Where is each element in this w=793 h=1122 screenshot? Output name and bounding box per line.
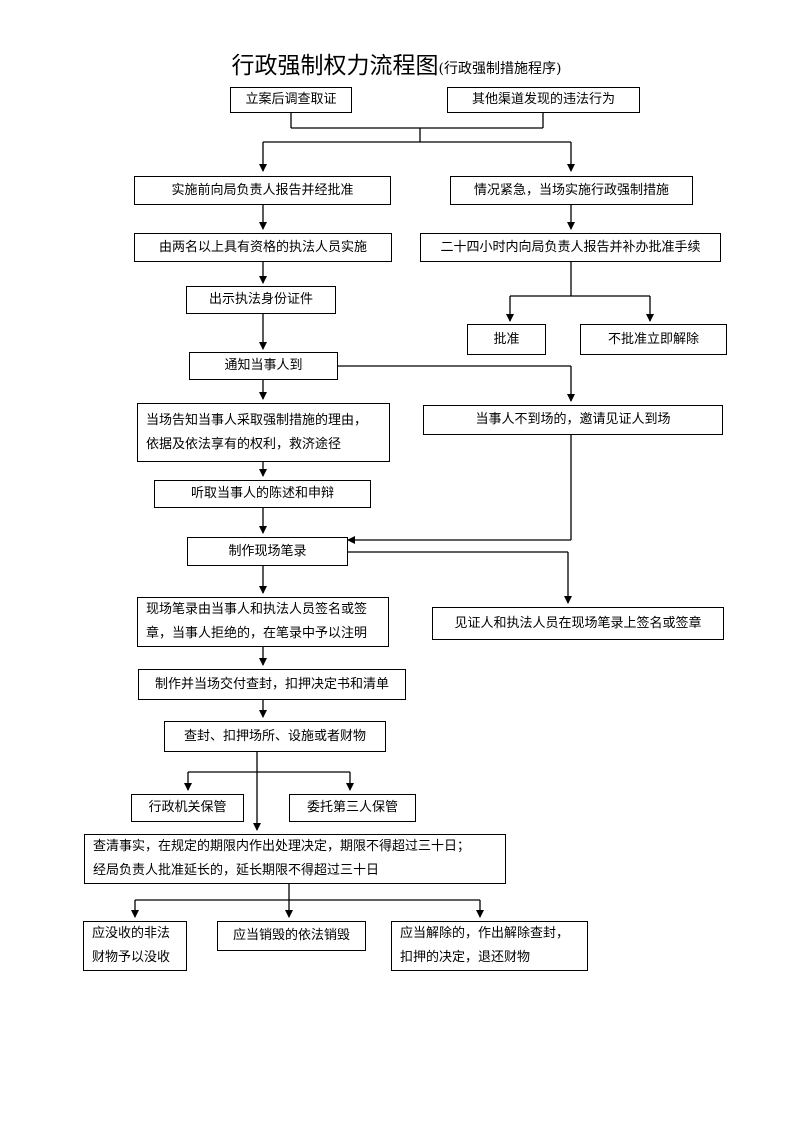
node-seizure-decision: 制作并当场交付查封，扣押决定书和清单 bbox=[138, 669, 406, 700]
node-inform-reasons: 当场告知当事人采取强制措施的理由， 依据及依法享有的权利，救济途径 bbox=[137, 403, 390, 462]
node-notify-party: 通知当事人到 bbox=[189, 352, 338, 380]
node-label: 制作现场笔录 bbox=[228, 543, 307, 559]
node-label: 见证人和执法人员在现场笔录上签名或签章 bbox=[454, 615, 702, 631]
node-label: 通知当事人到 bbox=[224, 358, 303, 373]
node-label: 其他渠道发现的违法行为 bbox=[471, 92, 615, 107]
node-label: 应当销毁的依法销毁 bbox=[232, 928, 350, 943]
node-label-line1: 查清事实，在规定的期限内作出处理决定，期限不得超过三十日； bbox=[93, 839, 471, 854]
node-label: 批准 bbox=[493, 331, 520, 347]
node-make-record: 制作现场笔录 bbox=[187, 537, 348, 566]
node-label-line1: 应没收的非法 bbox=[92, 926, 171, 941]
node-report-approval: 实施前向局负责人报告并经批准 bbox=[134, 176, 391, 205]
node-label: 委托第三人保管 bbox=[306, 800, 398, 815]
node-absent-witness: 当事人不到场的，邀请见证人到场 bbox=[423, 405, 723, 435]
node-release: 应当解除的，作出解除查封， 扣押的决定，退还财物 bbox=[391, 921, 588, 971]
title-sub: (行政强制措施程序) bbox=[438, 61, 562, 77]
diagram-title: 行政强制权力流程图(行政强制措施程序) bbox=[0, 46, 793, 80]
node-witness-sign: 见证人和执法人员在现场笔录上签名或签章 bbox=[432, 607, 724, 640]
node-label: 实施前向局负责人报告并经批准 bbox=[171, 182, 354, 198]
node-label: 由两名以上具有资格的执法人员实施 bbox=[158, 239, 367, 255]
node-confiscate: 应没收的非法财物予以没收 bbox=[83, 921, 187, 971]
node-record-signature: 现场笔录由当事人和执法人员签名或签章，当事人拒绝的，在笔录中予以注明 bbox=[137, 597, 389, 647]
node-two-officers: 由两名以上具有资格的执法人员实施 bbox=[134, 233, 392, 262]
node-approved: 批准 bbox=[467, 324, 546, 355]
node-24h-report: 二十四小时内向局负责人报告并补办批准手续 bbox=[420, 233, 721, 262]
node-label-line2: 章，当事人拒绝的，在笔录中予以注明 bbox=[146, 626, 368, 641]
node-label-line1: 当场告知当事人采取强制措施的理由， bbox=[146, 412, 368, 428]
node-label: 查封、扣押场所、设施或者财物 bbox=[183, 728, 366, 744]
node-label-line2: 依据及依法享有的权利，救济途径 bbox=[146, 436, 342, 452]
node-label-line1: 应当解除的，作出解除查封， bbox=[400, 926, 570, 941]
node-emergency: 情况紧急，当场实施行政强制措施 bbox=[450, 176, 693, 205]
node-label-line1: 现场笔录由当事人和执法人员签名或签 bbox=[146, 602, 368, 617]
node-label: 出示执法身份证件 bbox=[208, 292, 313, 307]
node-investigation: 立案后调查取证 bbox=[230, 87, 352, 113]
node-decision-deadline: 查清事实，在规定的期限内作出处理决定，期限不得超过三十日； 经局负责人批准延长的，… bbox=[84, 834, 506, 884]
node-other-channels: 其他渠道发现的违法行为 bbox=[447, 87, 640, 113]
title-main: 行政强制权力流程图 bbox=[231, 53, 439, 79]
node-label: 当事人不到场的，邀请见证人到场 bbox=[475, 412, 671, 427]
node-label: 二十四小时内向局负责人报告并补办批准手续 bbox=[440, 239, 701, 255]
node-hear-statement: 听取当事人的陈述和申辩 bbox=[154, 480, 371, 508]
node-show-id: 出示执法身份证件 bbox=[186, 286, 336, 314]
node-destroy: 应当销毁的依法销毁 bbox=[217, 921, 366, 951]
node-third-party-custody: 委托第三人保管 bbox=[289, 794, 416, 822]
node-label: 听取当事人的陈述和申辩 bbox=[190, 486, 334, 501]
node-label: 制作并当场交付查封，扣押决定书和清单 bbox=[154, 676, 389, 692]
node-not-approved: 不批准立即解除 bbox=[580, 324, 727, 355]
node-label: 行政机关保管 bbox=[148, 800, 227, 815]
node-label: 不批准立即解除 bbox=[607, 331, 699, 347]
node-label: 情况紧急，当场实施行政强制措施 bbox=[473, 182, 669, 198]
node-agency-custody: 行政机关保管 bbox=[131, 794, 244, 822]
node-label: 立案后调查取证 bbox=[245, 92, 337, 107]
node-label-line2: 经局负责人批准延长的，延长期限不得超过三十日 bbox=[93, 863, 380, 878]
node-label-line2: 财物予以没收 bbox=[92, 950, 171, 965]
node-label-line2: 扣押的决定，退还财物 bbox=[400, 950, 531, 965]
node-seize-property: 查封、扣押场所、设施或者财物 bbox=[164, 721, 386, 752]
